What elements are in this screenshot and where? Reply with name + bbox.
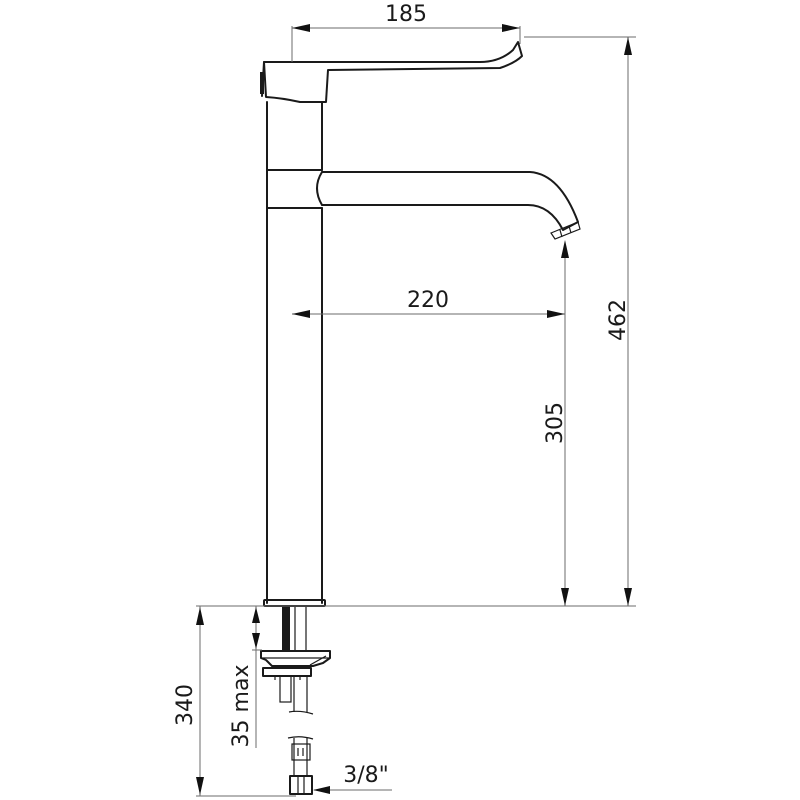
handle-cap-mark [260,72,264,94]
tap-body [260,41,581,607]
lever-handle [263,41,523,103]
max-deck-thickness-label: 35 max [229,665,254,748]
base-ring [263,599,326,607]
dimension-connection-thread: 3/8" [313,763,392,794]
dimension-spout-reach: 220 [292,288,565,318]
hose-length-label: 340 [173,684,198,726]
hose-crimp [291,743,311,761]
threaded-rod [282,607,290,652]
connector-nut [289,775,313,795]
handle-length-label: 185 [385,2,427,27]
spout [321,171,579,231]
dimension-hose-length: 340 [173,606,296,797]
overall-height-label: 462 [606,299,631,341]
dimension-overall-height: 462 [524,36,636,606]
hose-stub [279,675,292,703]
spout-height-label: 305 [543,402,568,444]
connection-thread-label: 3/8" [343,763,389,788]
dimension-handle-length: 185 [291,2,521,62]
mounting-assembly [260,607,331,795]
dimension-max-deck-thickness: 35 max [229,606,262,748]
aerator [550,221,581,240]
spout-reach-label: 220 [407,288,449,313]
dimension-spout-height: 305 [543,240,569,606]
